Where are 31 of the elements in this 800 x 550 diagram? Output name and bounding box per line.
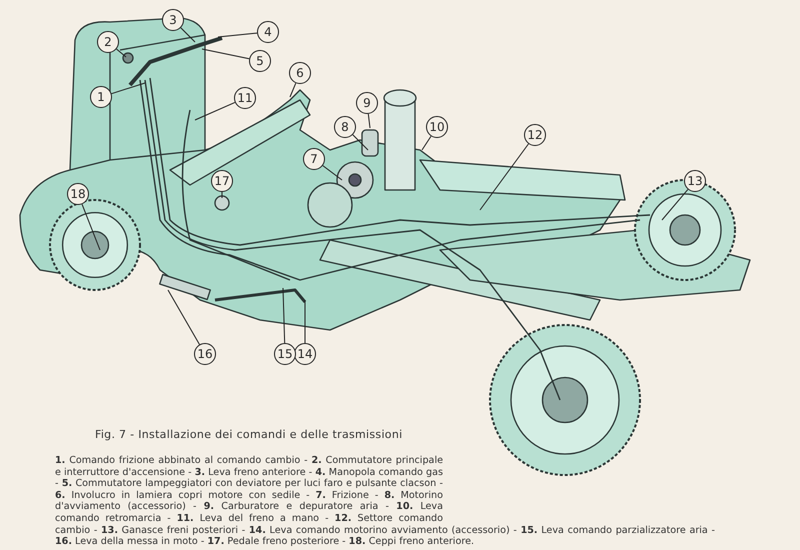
callout-number: 3 [162, 9, 184, 31]
callout-number: 15 [274, 343, 296, 365]
leader-line [662, 188, 688, 220]
leader-line [180, 27, 196, 42]
callout-number: 9 [356, 92, 378, 114]
callout-number: 13 [684, 170, 706, 192]
callout-number: 12 [524, 124, 546, 146]
callout-number: 11 [234, 87, 256, 109]
callout-number: 8 [334, 116, 356, 138]
callout-number: 6 [289, 62, 311, 84]
leader-line [352, 134, 368, 150]
leader-line [194, 102, 236, 120]
parts-legend-text: 1. Comando frizione abbinato al comando cambio - 2. Commutatore principale e interruttore d'accensione - 3. Leva freno anteriore - 4. Manopola comando gas - 5. Commutatore lampeggiatori con deviatore per luci faro e pulsante clacson - 6. Involucro in lamiera copri motore con sedile - 7. Frizione - 8. Motorino d'avviamento (accessorio) - 9. Carburatore e depuratore aria - 10. Leva comando retromarcia - 11. Leva del freno a mano - 12. Settore comando cambio - 13. Ganasce freni posteriori - 14. Leva comando motorino avviamento (accessorio) - 15. Leva comando parzializzatore aria - 16. Leva della messa in moto - 17. Pedale freno posteriore - 18. Ceppi freno anteriore. [55, 455, 715, 548]
leader-line [202, 48, 250, 60]
leader-line [304, 300, 306, 344]
leader-line [322, 165, 342, 180]
leader-line [110, 82, 146, 94]
leader-line [368, 113, 370, 128]
callout-number: 10 [426, 116, 448, 138]
leader-line [290, 82, 296, 98]
leader-line [168, 290, 200, 345]
leader-line [422, 136, 432, 150]
leader-line [116, 48, 126, 58]
leader-line [282, 288, 286, 344]
callout-number: 4 [257, 21, 279, 43]
leader-line [218, 32, 258, 38]
leader-line [480, 143, 529, 210]
callout-number: 16 [194, 343, 216, 365]
callout-number: 14 [294, 343, 316, 365]
figure-caption: Fig. 7 - Installazione dei comandi e delle trasmissioni [95, 428, 402, 441]
callout-number: 5 [249, 50, 271, 72]
